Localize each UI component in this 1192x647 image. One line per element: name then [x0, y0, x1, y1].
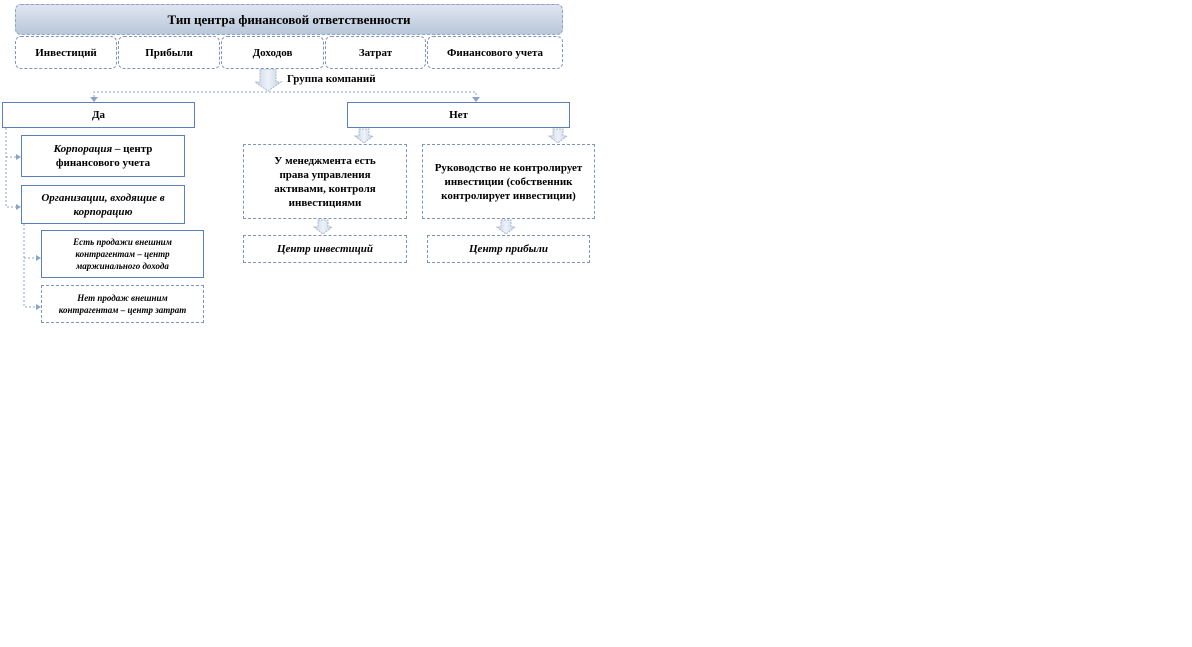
category-financial-accounting: Финансового учета	[427, 36, 563, 69]
diagram-title: Тип центра финансовой ответственности	[15, 4, 563, 35]
block-arrow-group	[253, 68, 283, 92]
corporation-box: Корпорация – центр финансового учета	[21, 135, 185, 177]
mgmt-no-control-box: Руководство не контролирует инвестиции (…	[422, 144, 595, 219]
category-revenue: Доходов	[221, 36, 324, 69]
no-external-sales-box: Нет продаж внешним контрагентам – центр …	[41, 285, 204, 323]
mgmt-rights-box: У менеджмента есть права управления акти…	[243, 144, 407, 219]
investment-center-box: Центр инвестиций	[243, 235, 407, 263]
no-box: Нет	[347, 102, 570, 128]
external-sales-box: Есть продажи внешним контрагентам – цент…	[41, 230, 204, 278]
corporation-term: Корпорация	[53, 143, 113, 155]
organizations-box: Организации, входящие в корпорацию	[21, 185, 185, 224]
yes-box: Да	[2, 102, 195, 128]
group-label: Группа компаний	[287, 73, 376, 85]
category-investments: Инвестиций	[15, 36, 117, 69]
profit-center-box: Центр прибыли	[427, 235, 590, 263]
category-profit: Прибыли	[118, 36, 220, 69]
category-costs: Затрат	[325, 36, 426, 69]
corporation-desc: – центр финансового учета	[55, 143, 153, 169]
